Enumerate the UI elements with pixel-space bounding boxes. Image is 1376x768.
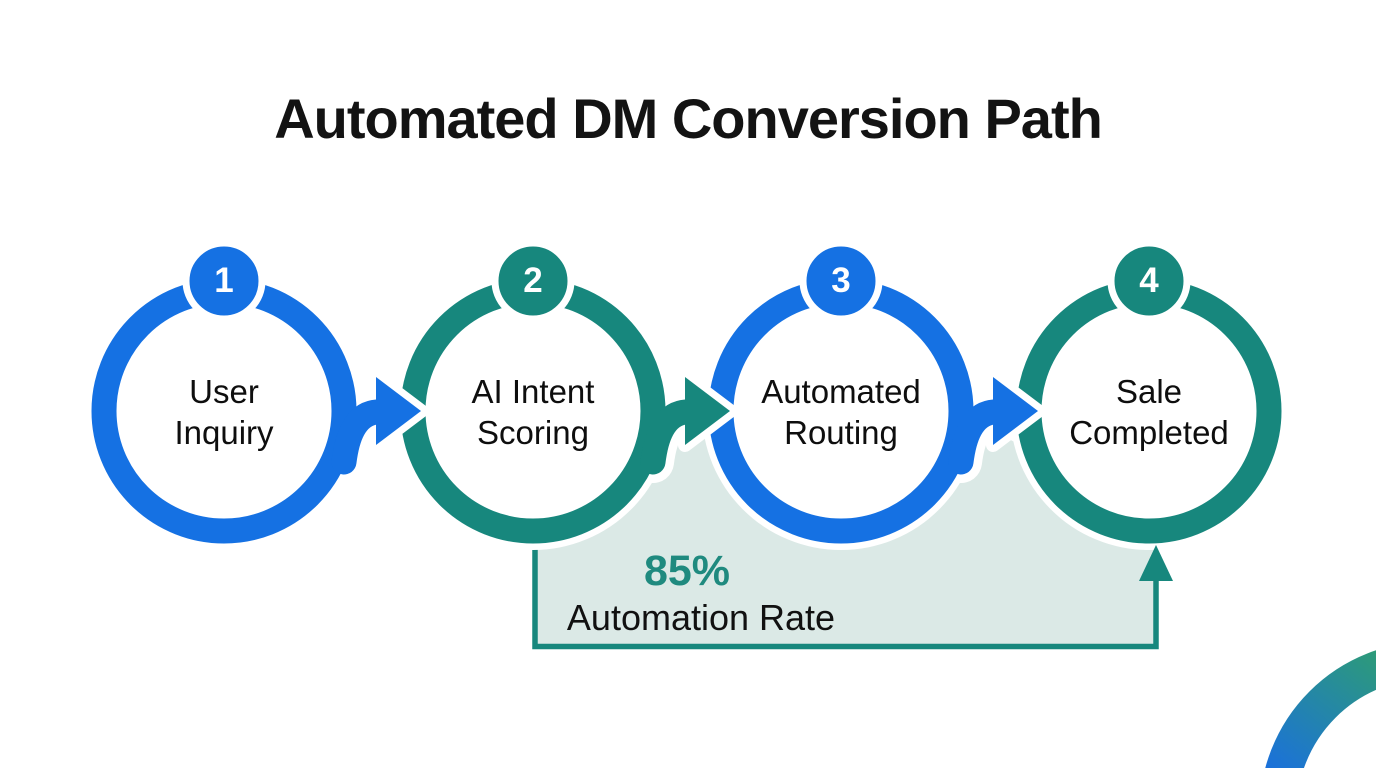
flow-arrow-1-head [376,377,421,445]
step-1-disc [85,272,363,550]
step-3-badge [799,239,883,323]
automation-rate-bracket [532,540,1159,650]
flow-arrow-1-tail [331,399,390,475]
step-4-badge [1107,239,1191,323]
flow-arrow-3-tail [948,399,1007,475]
flow-arrow-2-tail [640,399,699,475]
step-3-disc [702,272,980,550]
step-4-disc [1010,272,1288,550]
step-2-badge [491,239,575,323]
decorative-corner-arc [1265,650,1376,768]
flow-arrow-3-head [993,377,1038,445]
bracket-up-arrowhead [1139,545,1173,581]
step-2-disc [394,272,672,550]
step-1-badge [182,239,266,323]
flow-arrow-2-head [685,377,730,445]
